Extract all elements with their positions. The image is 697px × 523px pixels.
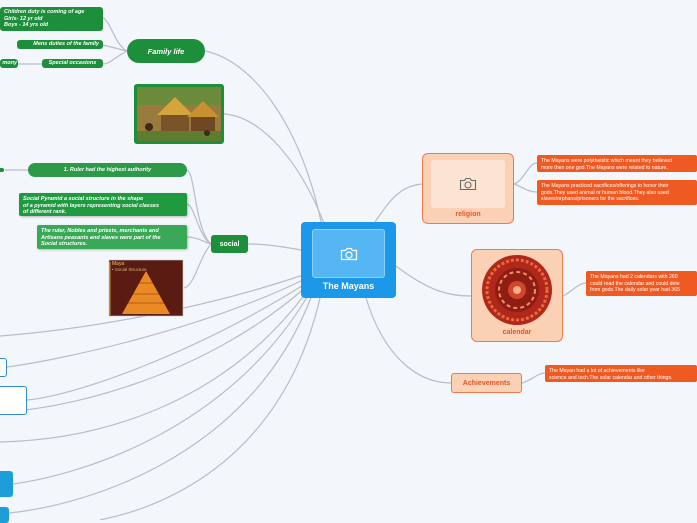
pyramid-slide-text: Maya • Social Structure <box>112 261 152 273</box>
family-child-ceremony[interactable]: mony <box>0 59 18 68</box>
village-picture <box>137 87 221 141</box>
slide-title: Maya <box>112 261 125 267</box>
left-node-stub-1[interactable] <box>0 358 7 377</box>
ceremony-label: mony <box>2 60 17 66</box>
social-label: social <box>219 240 240 248</box>
central-title: The Mayans <box>322 281 375 291</box>
classes-desc-line-3: Social structures. <box>41 241 88 247</box>
achievements-label: Achievements <box>462 379 511 387</box>
family-child-coming-of-age[interactable]: Children duty is coming of age Girls- 12… <box>0 7 103 31</box>
achievements-note-line-1: The Mayan had a lot of achievements like <box>549 368 645 374</box>
calendar-note-line-2: could read the calendar and could dete <box>590 280 680 287</box>
family-child-line-2: Girls- 12 yr old <box>4 15 43 22</box>
mens-duties-label: Mens duties of the family <box>33 41 99 47</box>
pyramid-slide-image[interactable] <box>108 259 184 317</box>
family-life-node[interactable]: Family life <box>127 39 205 63</box>
ruler-authority-label: 1. Ruler had the highest authority <box>63 167 152 173</box>
classes-desc-line-1: The ruler, Nobles and priests, merchants… <box>41 228 159 234</box>
camera-icon <box>459 177 477 191</box>
religion-note-1-line-1: The Mayans were polytheistic which meant… <box>541 158 672 164</box>
religion-note-sacrifices[interactable]: The Mayans practiced sacrifices/offering… <box>537 180 697 205</box>
calendar-note[interactable]: The Mayans had 2 calendars with 260 coul… <box>586 271 697 296</box>
calendar-note-line-3: from gods.The daily solar year had 365 <box>590 287 680 293</box>
left-node-stub-2[interactable] <box>0 386 27 415</box>
calendar-node[interactable]: calendar <box>471 249 563 342</box>
religion-image-placeholder <box>431 160 505 208</box>
social-pyramid-desc[interactable]: Social Pyramid a social structure in the… <box>19 193 187 216</box>
religion-note-2-line-3: slaves/orphans/prisoners for the sacrifi… <box>541 196 640 202</box>
central-image-placeholder <box>312 229 385 278</box>
family-child-line-3: Boys - 14 yrs old <box>4 22 49 28</box>
left-node-stub-3[interactable] <box>0 471 13 497</box>
calendar-note-line-1: The Mayans had 2 calendars with 260 <box>590 274 678 280</box>
religion-note-1-line-2: more then one god.The Mayans were relate… <box>541 164 668 171</box>
left-edge-green-stub[interactable] <box>0 168 4 172</box>
achievements-note-line-2: science and tech.The solar calendar and … <box>549 374 673 381</box>
special-occasions-label: Special occasions <box>48 60 97 66</box>
camera-icon <box>340 247 357 260</box>
religion-note-2-line-2: gods.They used animal or human blood.The… <box>541 189 669 196</box>
connector-lines <box>0 17 587 520</box>
left-node-stub-4[interactable] <box>0 507 9 523</box>
slide-subtitle: • Social Structure <box>112 267 147 272</box>
family-child-line-1: Children duty is coming of age <box>4 9 85 15</box>
religion-note-2-line-1: The Mayans practiced sacrifices/offering… <box>541 183 669 189</box>
pyramid-desc-line-3: of different rank. <box>23 209 67 215</box>
religion-note-polytheistic[interactable]: The Mayans were polytheistic which meant… <box>537 155 697 172</box>
pyramid-desc-line-1: Social Pyramid a social structure in the… <box>23 196 144 202</box>
social-node[interactable]: social <box>211 235 248 253</box>
achievements-node[interactable]: Achievements <box>451 373 522 393</box>
religion-node[interactable]: religion <box>422 153 514 224</box>
mayan-village-image[interactable] <box>134 84 224 144</box>
family-life-label: Family life <box>147 46 185 56</box>
calendar-label: calendar <box>502 329 532 336</box>
religion-label: religion <box>455 211 481 218</box>
aztec-calendar-stone-image <box>482 255 552 325</box>
achievements-note[interactable]: The Mayan had a lot of achievements like… <box>545 365 697 382</box>
pyramid-desc-line-2: of a pyramid with layers representing so… <box>23 202 160 209</box>
family-child-mens-duties[interactable]: Mens duties of the family <box>17 40 103 49</box>
social-classes-desc[interactable]: The ruler, Nobles and priests, merchants… <box>37 225 187 249</box>
family-child-special-occasions[interactable]: Special occasions <box>42 59 103 68</box>
central-topic-the-mayans[interactable]: The Mayans <box>301 222 396 298</box>
classes-desc-line-2: Artisans peasants and slaves were part o… <box>41 234 161 241</box>
ruler-authority-node[interactable]: 1. Ruler had the highest authority <box>28 163 187 177</box>
